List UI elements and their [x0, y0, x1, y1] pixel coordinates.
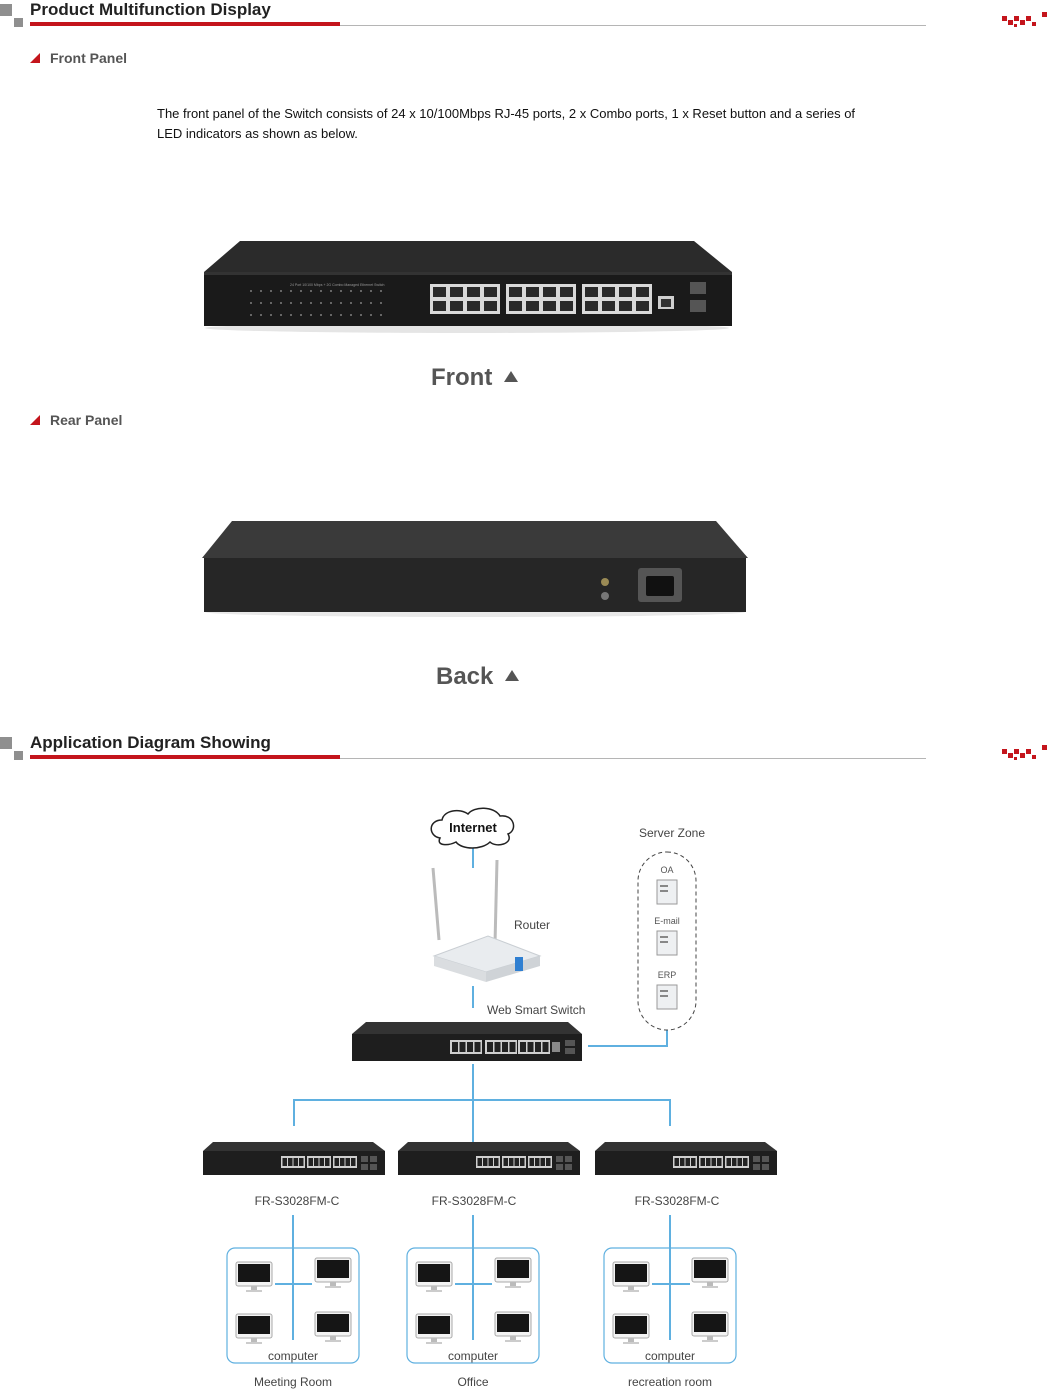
computer-monitor-icon	[494, 1311, 532, 1342]
access-switch-icon	[203, 1142, 385, 1175]
front-caption: Front	[431, 364, 519, 392]
computer-monitor-icon	[494, 1257, 532, 1288]
computer-monitor-icon	[612, 1313, 650, 1344]
red-triangle-icon	[30, 415, 40, 425]
server-label-1: E-mail	[654, 916, 680, 926]
room-label: recreation room	[628, 1375, 712, 1389]
server-label-2: ERP	[658, 970, 677, 980]
router-label: Router	[514, 918, 550, 932]
front-caption-text: Front	[431, 364, 493, 391]
header-red-rule	[30, 755, 340, 759]
access-switch-icon	[595, 1142, 777, 1175]
computer-group-box	[603, 1247, 737, 1364]
router-icon	[431, 859, 542, 982]
computer-monitor-icon	[612, 1261, 650, 1292]
core-switch-label: Web Smart Switch	[487, 1003, 585, 1017]
red-triangle-icon	[30, 53, 40, 63]
front-panel-heading: Front Panel	[30, 50, 127, 66]
switch-rear-image	[202, 521, 748, 617]
header-square-icon	[0, 737, 12, 749]
header-square-small-icon	[14, 751, 23, 760]
server-icon	[656, 984, 678, 1010]
computer-group-box	[406, 1247, 540, 1364]
section-header-product-display: Product Multifunction Display	[0, 0, 1048, 40]
rear-panel-heading-text: Rear Panel	[50, 412, 123, 428]
computer-monitor-icon	[235, 1261, 273, 1292]
server-icon	[656, 930, 678, 956]
core-switch-icon	[352, 1022, 582, 1061]
front-panel-heading-text: Front Panel	[50, 50, 128, 66]
back-caption-text: Back	[436, 663, 494, 690]
computer-group-label: computer	[448, 1349, 498, 1363]
access-switch-model-label: FR-S3028FM-C	[255, 1194, 340, 1208]
header-gray-rule	[340, 758, 926, 759]
room-label: Meeting Room	[254, 1375, 332, 1389]
section-title: Application Diagram Showing	[30, 733, 271, 752]
section-title: Product Multifunction Display	[30, 0, 271, 19]
rear-panel-heading: Rear Panel	[30, 412, 122, 428]
server-icon	[656, 879, 678, 905]
header-gray-rule	[340, 25, 926, 26]
header-square-icon	[0, 4, 12, 16]
header-red-rule	[30, 22, 340, 26]
up-triangle-icon	[505, 670, 520, 681]
server-label-0: OA	[660, 865, 673, 875]
computer-monitor-icon	[314, 1311, 352, 1342]
computer-monitor-icon	[415, 1313, 453, 1344]
computer-monitor-icon	[691, 1257, 729, 1288]
header-square-small-icon	[14, 18, 23, 27]
computer-group-box	[226, 1247, 360, 1364]
svg-text:24 Port 10/100 Mbps + 2G Combo: 24 Port 10/100 Mbps + 2G Combo Managed E…	[290, 283, 385, 287]
computer-group-label: computer	[645, 1349, 695, 1363]
application-diagram: Internet Router Server Zone OAE-mailERP …	[203, 807, 777, 1389]
internet-cloud-icon	[430, 807, 515, 849]
room-label: Office	[457, 1375, 488, 1389]
computer-monitor-icon	[691, 1311, 729, 1342]
computer-monitor-icon	[415, 1261, 453, 1292]
access-switch-icon	[398, 1142, 580, 1175]
server-zone-boundary	[637, 851, 697, 1031]
brand-pixel-logo-icon	[1002, 745, 1047, 760]
computer-monitor-icon	[314, 1257, 352, 1288]
brand-pixel-logo-icon	[1002, 12, 1047, 27]
computer-group-label: computer	[268, 1349, 318, 1363]
server-zone-label: Server Zone	[639, 826, 705, 840]
front-panel-description: The front panel of the Switch consists o…	[157, 106, 856, 141]
switch-front-image: 24 Port 10/100 Mbps + 2G Combo Managed E…	[204, 241, 732, 333]
access-switch-model-label: FR-S3028FM-C	[635, 1194, 720, 1208]
internet-label: Internet	[449, 820, 497, 835]
back-caption: Back	[436, 663, 520, 691]
computer-monitor-icon	[235, 1313, 273, 1344]
up-triangle-icon	[504, 371, 519, 382]
section-header-application-diagram: Application Diagram Showing	[0, 733, 1048, 773]
access-switch-model-label: FR-S3028FM-C	[432, 1194, 517, 1208]
